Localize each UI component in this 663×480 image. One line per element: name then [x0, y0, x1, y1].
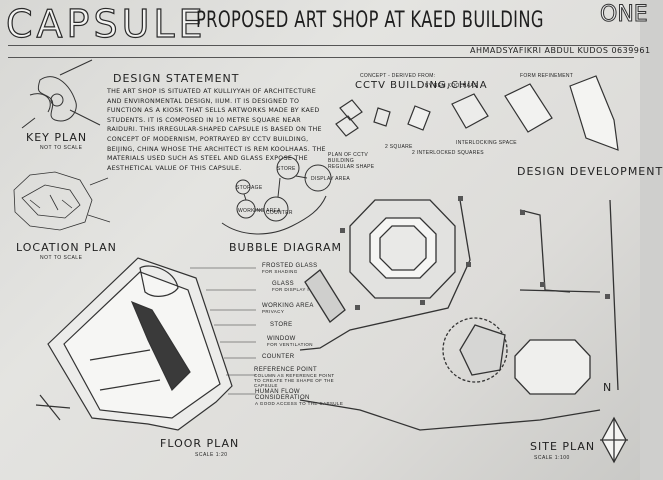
author-name: AHMADSYAFIKRI ABDUL KUDOS 0639961 — [470, 46, 651, 55]
key-plan-scale: NOT TO SCALE — [40, 145, 83, 151]
concept-name: CCTV BUILDING,CHINA — [355, 80, 488, 91]
dev-step-5: FORM REFINEMENT — [520, 73, 574, 79]
header-rule — [8, 45, 634, 46]
location-plan-drawing — [13, 171, 111, 231]
site-plan-scale: SCALE 1:100 — [534, 455, 570, 461]
location-plan-scale: NOT TO SCALE — [40, 255, 83, 261]
site-plan-drawing — [299, 199, 628, 464]
design-statement-text: THE ART SHOP IS SITUATED AT KULLIYYAH OF… — [107, 88, 326, 172]
concept-architect: BY REM KOOLHAAS — [425, 83, 478, 89]
key-plan-drawing — [21, 59, 101, 129]
site-columns — [340, 196, 610, 310]
legend-item: COUNTER — [262, 354, 295, 360]
concept-note: CONCEPT - DERIVED FROM: — [360, 73, 436, 79]
page-title: PROPOSED ART SHOP AT KAED BUILDING — [196, 8, 544, 33]
dev-step-4: INTERLOCKING SPACE — [456, 140, 517, 146]
floor-plan-title: FLOOR PLAN — [160, 437, 240, 450]
north-label: N — [603, 381, 613, 394]
key-plan-title: KEY PLAN — [26, 131, 88, 144]
design-development-drawing — [335, 75, 619, 151]
bubble-label-display: DISPLAY AREA — [311, 176, 350, 182]
header-rule-2 — [8, 57, 634, 58]
dev-step-3: 2 INTERLOCKED SQUARES — [412, 150, 484, 156]
bubble-label-store: STORE — [277, 166, 296, 172]
site-plan-title: SITE PLAN — [530, 440, 596, 453]
bubble-label-working: WORKING AREA — [238, 208, 281, 214]
floor-plan-scale: SCALE 1:20 — [195, 452, 228, 458]
drawing-layer — [13, 59, 628, 464]
bubble-diagram-drawing — [221, 156, 332, 235]
brand-title: CAPSULE — [5, 1, 207, 46]
location-plan-title: LOCATION PLAN — [16, 241, 117, 254]
design-development-title: DESIGN DEVELOPMENT — [517, 165, 663, 178]
sheet-number: ONE — [600, 2, 649, 28]
bubble-diagram-title: BUBBLE DIAGRAM — [229, 241, 343, 254]
bubble-label-counter: COUNTER — [266, 210, 293, 216]
bubble-label-storage: STORAGE — [236, 185, 263, 191]
design-statement-title: DESIGN STATEMENT — [113, 72, 240, 85]
legend-item: STORE — [270, 322, 293, 328]
floor-plan-drawing — [35, 257, 256, 431]
dev-step-1: PLAN OF CCTV BUILDING REGULAR SHAPE — [328, 152, 375, 170]
dev-step-2: 2 SQUARE — [385, 144, 413, 150]
